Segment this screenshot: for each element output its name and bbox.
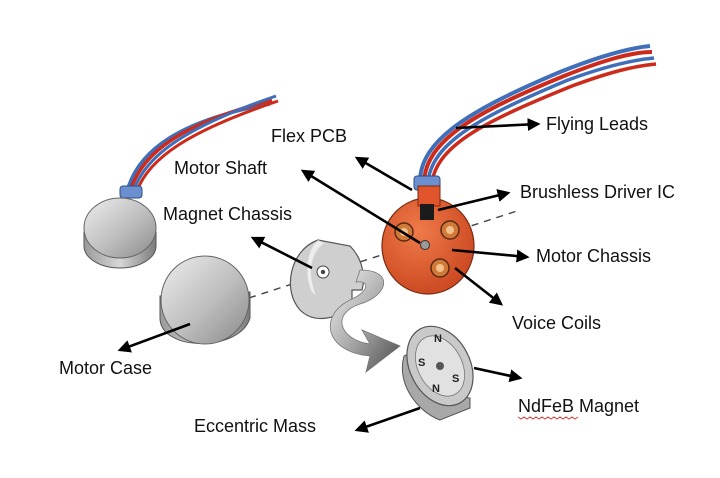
spellcheck-underline xyxy=(517,416,579,420)
voice-coils-arrow xyxy=(454,266,504,306)
flying-leads-arrow xyxy=(455,118,541,131)
brushless-driver-ic-arrow xyxy=(437,189,511,212)
assembled-motor-icon xyxy=(83,94,279,269)
assembly-direction-swirl xyxy=(330,269,401,374)
motor-case-part xyxy=(159,255,251,345)
magnet-pole-3: N xyxy=(432,383,440,395)
label-eccentric-mass: Eccentric Mass xyxy=(194,416,316,436)
label-voice-coils: Voice Coils xyxy=(512,313,601,333)
assembly-axis-line xyxy=(211,209,521,311)
motor-shaft-arrow xyxy=(300,169,421,245)
magnet-pole-4: S xyxy=(452,373,459,385)
label-magnet-chassis: Magnet Chassis xyxy=(163,204,292,224)
label-ndfeb-magnet: NdFeB Magnet xyxy=(518,396,639,416)
motor-case-arrow xyxy=(117,322,191,353)
magnet-pole-2: S xyxy=(418,357,425,369)
eccentric-mass-magnet-part: N S N S xyxy=(401,325,474,421)
magnet-chassis-part xyxy=(289,239,365,319)
label-flying-leads: Flying Leads xyxy=(546,114,648,134)
magnet-pole-1: N xyxy=(434,333,442,345)
flex-pcb-arrow xyxy=(354,156,413,192)
label-flex-pcb: Flex PCB xyxy=(271,126,347,146)
label-motor-shaft: Motor Shaft xyxy=(174,158,267,178)
label-motor-case: Motor Case xyxy=(59,358,152,378)
eccentric-mass-arrow xyxy=(354,406,421,433)
driver-ic-chip xyxy=(420,204,434,220)
magnet-chassis-arrow xyxy=(250,236,313,270)
label-motor-chassis: Motor Chassis xyxy=(536,246,651,266)
ndfeb-magnet-arrow xyxy=(473,366,523,383)
motor-chassis-arrow xyxy=(451,248,530,263)
label-brushless-driver-ic: Brushless Driver IC xyxy=(520,182,675,202)
